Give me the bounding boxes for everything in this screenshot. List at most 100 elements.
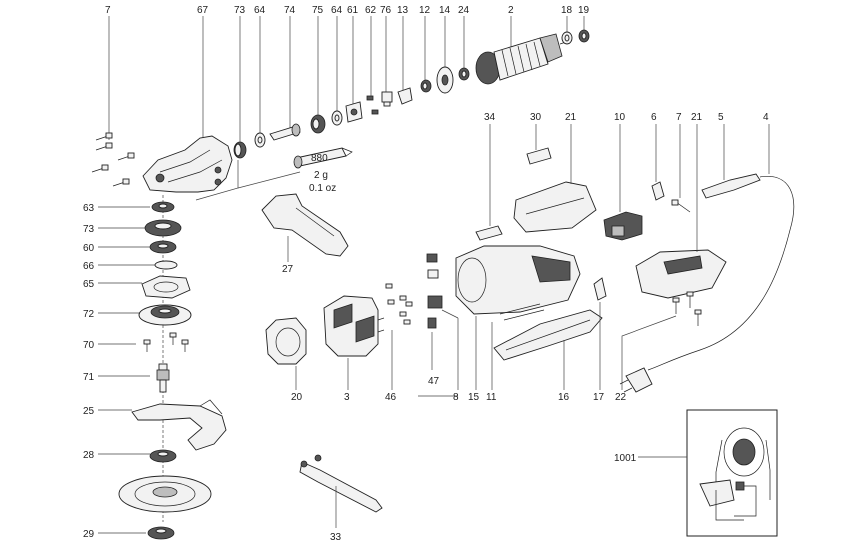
label-part-6: 6: [651, 112, 657, 123]
spindle-part-71: [156, 363, 170, 393]
bearing-part-12: [420, 79, 432, 93]
bearing-part-75: [310, 114, 326, 134]
label-part-17: 17: [593, 392, 605, 403]
screws-part-7: [91, 132, 135, 187]
clamping-nut-part-29: [147, 526, 175, 540]
label-part-46: 46: [385, 392, 397, 403]
brushes-part-47: [426, 253, 439, 370]
label-part-12: 12: [419, 5, 431, 16]
label-part-62: 62: [365, 5, 377, 16]
grease-amount-label: 2 g: [314, 170, 328, 181]
label-part-33: 33: [330, 532, 342, 543]
label-part-64-second: 64: [331, 5, 343, 16]
label-part-64-top: 64: [254, 5, 266, 16]
label-part-73-top: 73: [234, 5, 246, 16]
label-part-24: 24: [458, 5, 470, 16]
brush-holder-part-8: [418, 295, 459, 397]
label-part-70: 70: [83, 340, 95, 351]
label-part-7-right: 7: [676, 112, 682, 123]
label-part-34: 34: [484, 112, 496, 123]
bearing-part-18: [561, 31, 573, 45]
strain-relief-part-17: [593, 277, 607, 390]
switch-part-10: [603, 124, 643, 241]
bearing-part-60: [149, 240, 177, 254]
washer-part-64-b: [331, 110, 343, 126]
housing-cover-part-21: [513, 124, 597, 233]
ring-part-24: [458, 67, 470, 81]
strips-part-11: [491, 303, 545, 390]
label-part-4: 4: [763, 112, 769, 123]
grease-tube: [195, 147, 353, 201]
washer-part-64: [254, 132, 266, 148]
side-handle-part-27: [261, 193, 349, 262]
grease-amount-oz-label: 0.1 oz: [309, 183, 336, 194]
cable-sleeve-part-5: [701, 124, 761, 199]
grinding-disc: [118, 475, 212, 513]
label-part-8: 8: [453, 392, 459, 403]
label-part-61: 61: [347, 5, 359, 16]
terminals-part-46: [385, 283, 413, 390]
nameplate-part-30: [526, 124, 552, 165]
label-part-3: 3: [344, 392, 350, 403]
screws-part-22: [621, 291, 702, 390]
label-part-7-top: 7: [105, 5, 111, 16]
screw-part-7-b: [671, 124, 691, 213]
screws-part-70: [143, 332, 189, 352]
label-part-11: 11: [486, 392, 497, 403]
part-13: [397, 87, 413, 105]
label-part-21-top: 21: [565, 112, 577, 123]
label-part-18: 18: [561, 5, 573, 16]
label-part-65: 65: [83, 279, 95, 290]
rear-cover-part-21: [635, 124, 727, 299]
part-76: [381, 91, 393, 107]
bearing-flange-part-72: [138, 304, 192, 326]
label-part-15: 15: [468, 392, 480, 403]
label-part-29: 29: [83, 529, 95, 540]
label-part-74: 74: [284, 5, 296, 16]
label-part-30: 30: [530, 112, 542, 123]
handle-shell-part-16: [493, 309, 603, 390]
label-part-19: 19: [578, 5, 590, 16]
ring-part-66: [154, 260, 178, 270]
gear-part-73: [144, 219, 182, 237]
grease-code-label: 880: [311, 153, 328, 164]
power-cord-part-4: [647, 124, 794, 371]
label-part-73-left: 73: [83, 224, 95, 235]
bearing-part-19: [578, 29, 590, 43]
gear-housing-part-67: [142, 135, 233, 193]
label-part-20: 20: [291, 392, 303, 403]
fan-cover-part-20: [265, 317, 307, 390]
fan-baffle-part-14: [436, 66, 454, 94]
guard-part-25: [131, 399, 227, 451]
label-part-27: 27: [282, 264, 294, 275]
plate-part-61: [345, 101, 363, 123]
label-part-14: 14: [439, 5, 451, 16]
label-part-66: 66: [83, 261, 95, 272]
armature-part-2: [475, 33, 573, 85]
flange-part-28: [149, 449, 177, 463]
label-part-5: 5: [718, 112, 724, 123]
spindle-part-74: [269, 123, 301, 141]
label-part-10: 10: [614, 112, 626, 123]
label-part-75: 75: [312, 5, 324, 16]
nut-part-63: [151, 201, 175, 213]
motor-housing-part-15: [455, 245, 581, 390]
label-part-71: 71: [83, 372, 95, 383]
label-part-47: 47: [428, 376, 440, 387]
label-part-16: 16: [558, 392, 570, 403]
label-part-28: 28: [83, 450, 95, 461]
label-part-2: 2: [508, 5, 514, 16]
screws-part-62: [366, 95, 379, 115]
circuit-detail-part-1001: [638, 409, 778, 537]
label-part-1001: 1001: [614, 453, 637, 464]
plug: [619, 367, 653, 393]
field-coil-part-3: [323, 295, 385, 390]
label-part-22: 22: [615, 392, 627, 403]
leader-lines-left: [98, 195, 164, 534]
label-part-60: 60: [83, 243, 95, 254]
pinion-part-73: [233, 141, 247, 159]
gasket-part-65: [141, 275, 191, 299]
leader-lines-top: [108, 16, 585, 148]
label-part-21-right: 21: [691, 112, 703, 123]
